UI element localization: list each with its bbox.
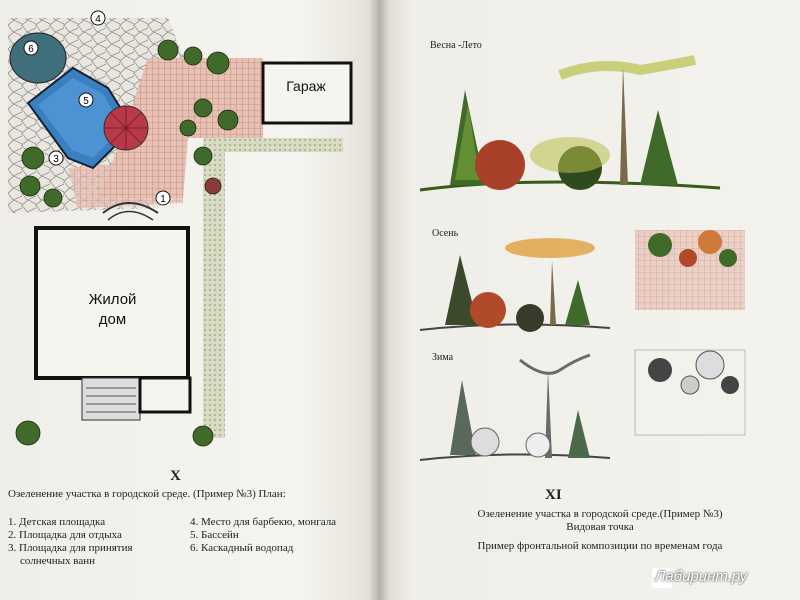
legend-item: 4. Место для барбекю, монгала (190, 516, 337, 528)
caption-line: Озеленение участка в городской среде.(Пр… (477, 508, 723, 520)
marker-1: 1 (160, 194, 166, 205)
book-gutter (368, 0, 390, 600)
marker-4: 4 (95, 14, 101, 25)
marker-5: 5 (83, 96, 89, 107)
seasonal-illustrations (419, 55, 746, 461)
legend-item: солнечных ванн (20, 555, 95, 567)
season-label-autumn: Осень (432, 228, 459, 239)
figure-number-left: X (170, 468, 181, 484)
legend-item: 5. Бассейн (190, 529, 239, 541)
marker-6: 6 (28, 44, 34, 55)
caption-left: Озеленение участка в городской среде. (П… (8, 488, 286, 500)
figure-number-right: XI (545, 487, 562, 503)
legend-item: 1. Детская площадка (8, 516, 106, 528)
autumn-scene (419, 230, 745, 332)
legend-col-2: 4. Место для барбекю, монгала 5. Бассейн… (190, 516, 370, 555)
garage-label: Гараж (286, 78, 326, 94)
caption-line: Видовая точка (566, 521, 634, 533)
caption-right: Озеленение участка в городской среде.(Пр… (420, 508, 780, 553)
watermark-logo-icon (652, 568, 672, 588)
legend-item: 2. Площадка для отдыха (8, 529, 122, 541)
watermark: Лабиринт.ру (655, 568, 748, 585)
season-label-winter: Зима (432, 352, 454, 363)
spring-summer-scene (419, 55, 721, 192)
winter-scene (419, 349, 746, 461)
legend-col-1: 1. Детская площадка 2. Площадка для отды… (8, 516, 178, 568)
marker-3: 3 (53, 154, 59, 165)
site-plan: 1 3 4 5 6 (8, 10, 353, 447)
caption-line: Пример фронтальной композиции по времена… (477, 540, 723, 552)
legend-item: 3. Площадка для принятия (8, 542, 133, 554)
legend-item: 6. Каскадный водопад (190, 542, 294, 554)
season-label-spring-summer: Весна -Лето (430, 40, 482, 51)
